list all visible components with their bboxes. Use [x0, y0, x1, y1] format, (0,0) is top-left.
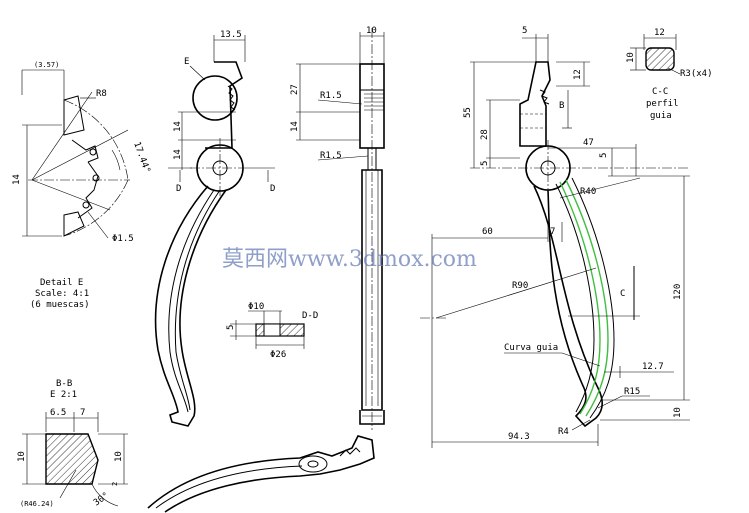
front-view: 10 27 14 R1.5 R1.5 [290, 26, 385, 430]
detail-e-dim-phi: Φ1.5 [112, 234, 134, 244]
section-dd-dim-5: 5 [226, 325, 236, 330]
main-view: 5 55 12 B 28 5 47 5 [420, 26, 690, 448]
section-bb-dim-r: (R46.24) [20, 500, 54, 508]
front-view-dim-r15a: R1.5 [320, 91, 342, 101]
main-view-dim-60: 60 [482, 227, 493, 237]
section-cc-dim-r3: R3(x4) [680, 69, 713, 79]
main-view-dim-55: 55 [463, 107, 473, 118]
main-view-dim-r4: R4 [558, 427, 569, 437]
section-bb-dim-2: 2 [111, 482, 119, 486]
section-cc: 12 10 R3(x4) C-C perfil guia [626, 28, 713, 121]
section-dd-dim-phi10: Φ10 [248, 302, 264, 312]
section-cc-title-1: C-C [652, 87, 668, 97]
front-view-teeth [364, 89, 384, 111]
detail-e-dim-14: 14 [12, 174, 22, 185]
watermark-text: 莫西网www.3dmox.com [222, 247, 477, 272]
detail-e-caption-2: Scale: 4:1 [35, 289, 89, 299]
section-dd-dim-phi26: Φ26 [270, 350, 286, 360]
main-view-dim-28: 28 [480, 129, 490, 140]
section-bb: B-B E 2:1 6.5 7 10 10 2 30° (R46.24) [17, 379, 128, 508]
side-view: 13.5 E 14 14 D D [154, 30, 275, 427]
side-view-label-d2: D [270, 184, 275, 194]
section-bb-dim-65: 6.5 [50, 408, 66, 418]
main-view-dim-127: 12.7 [642, 362, 664, 372]
main-view-label-b: B [559, 101, 564, 111]
main-view-dim-r90: R90 [512, 281, 528, 291]
main-view-dim-5c: 5 [599, 153, 609, 158]
section-dd: D-D Φ10 5 Φ26 [226, 302, 318, 360]
side-view-dim-135: 13.5 [220, 30, 242, 40]
section-bb-title-2: E 2:1 [50, 390, 77, 400]
section-bb-dim-7: 7 [80, 408, 85, 418]
section-bb-dim-30: 30° [92, 491, 111, 509]
detail-e-dim-r8: R8 [96, 89, 107, 99]
section-cc-title-3: guia [650, 111, 672, 121]
front-view-dim-10: 10 [366, 26, 377, 36]
front-view-dim-r15b: R1.5 [320, 151, 342, 161]
main-view-dim-120: 120 [673, 284, 683, 300]
main-view-label-c: C [620, 289, 625, 299]
main-view-dim-r40: R40 [580, 187, 596, 197]
front-view-dim-27: 27 [290, 84, 300, 95]
iso-view [147, 435, 375, 513]
detail-e-caption-3: (6 muescas) [30, 300, 90, 310]
detail-e: (3.57) R8 17.44° 14 Φ1.5 Detail E Sc [12, 61, 152, 310]
side-view-dim-14b: 14 [173, 149, 183, 160]
section-cc-dim-12: 12 [654, 28, 665, 38]
section-bb-dim-10-right: 10 [114, 451, 124, 462]
main-view-dim-47: 47 [583, 138, 594, 148]
side-view-dim-14a: 14 [173, 121, 183, 132]
section-cc-title-2: perfil [646, 99, 679, 109]
main-view-dim-r15: R15 [624, 387, 640, 397]
detail-e-dim-angle: 17.44° [131, 141, 152, 175]
side-view-label-d1: D [176, 184, 181, 194]
main-view-dim-10: 10 [673, 407, 683, 418]
detail-e-dim-top: (3.57) [34, 61, 59, 69]
main-view-dim-7: 7 [550, 227, 555, 237]
main-view-dim-943: 94.3 [508, 432, 530, 442]
main-view-dim-5b: 5 [480, 161, 490, 166]
main-view-dim-12: 12 [573, 69, 583, 80]
main-view-label-curva: Curva guia [504, 343, 558, 353]
main-view-dim-5: 5 [522, 26, 527, 36]
front-view-dim-14: 14 [290, 121, 300, 132]
section-cc-dim-10: 10 [626, 52, 636, 63]
section-dd-title: D-D [302, 311, 318, 321]
side-view-label-e: E [184, 57, 189, 67]
section-bb-dim-10-left: 10 [17, 451, 27, 462]
detail-e-caption-1: Detail E [40, 278, 83, 288]
section-bb-title-1: B-B [56, 379, 72, 389]
